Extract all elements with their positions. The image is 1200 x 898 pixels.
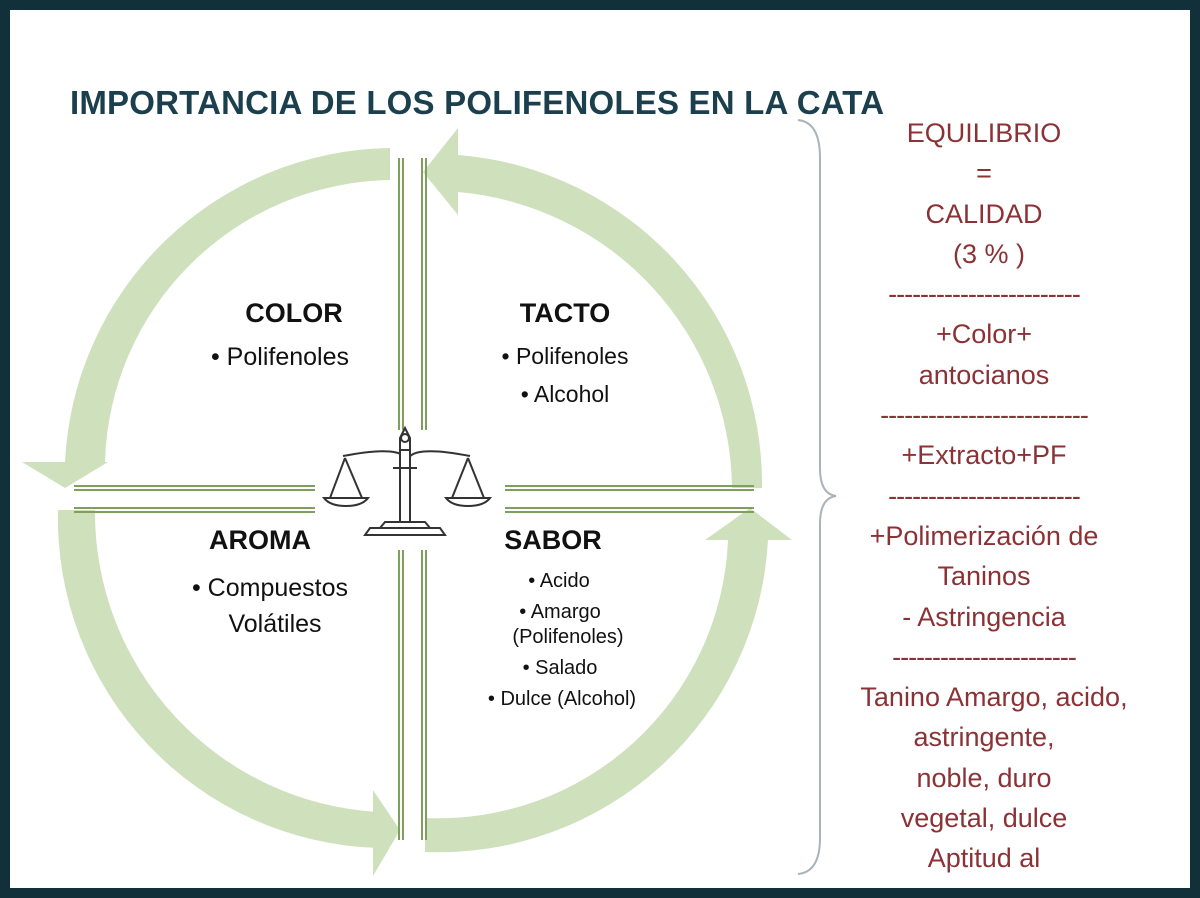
quadrant-sabor: SABOR • Acido • Amargo (Polifenoles) • S… (458, 525, 668, 715)
summary-line: Taninos (937, 561, 1031, 592)
quadrant-aroma: AROMA • Compuestos Volátiles (150, 525, 390, 642)
summary-separator: ------------------------ (888, 480, 1081, 511)
quadrant-color-item: • Polifenoles (210, 343, 349, 371)
quadrant-sabor-item: • Amargo (519, 601, 601, 623)
summary-line: vegetal, dulce (900, 803, 1068, 834)
summary-line: = (976, 158, 992, 189)
summary-panel: EQUILIBRIO = CALIDAD (3 % ) ------------… (834, 113, 1154, 888)
quadrant-aroma-item: • Compuestos (191, 574, 349, 602)
summary-line: EQUILIBRIO (906, 118, 1062, 148)
summary-line: +Extracto+PF (901, 440, 1067, 471)
summary-separator: -------------------------- (880, 400, 1089, 431)
summary-separator: ------------------------ (888, 279, 1081, 310)
quadrant-sabor-item: • Acido (528, 570, 590, 592)
quadrant-aroma-title: AROMA (209, 525, 311, 555)
summary-line: astringente, (913, 722, 1055, 753)
balance-scale-icon (315, 425, 505, 550)
quadrant-color-title: COLOR (245, 298, 343, 328)
quadrant-sabor-item: • Dulce (Alcohol) (487, 688, 637, 710)
cycle-diagram (22, 128, 792, 876)
quadrant-aroma-item: Volátiles (228, 610, 322, 638)
cycle-arrow-tacto (423, 128, 763, 488)
summary-line: +Color+ (935, 319, 1033, 350)
quadrant-sabor-item: • Salado (522, 657, 598, 679)
quadrant-sabor-title: SABOR (504, 525, 602, 555)
slide: IMPORTANCIA DE LOS POLIFENOLES EN LA CAT… (10, 10, 1190, 888)
cycle-arrow-sabor (425, 508, 792, 853)
quadrant-tacto-item: • Polifenoles (501, 343, 629, 369)
cycle-arrow-color (22, 148, 390, 488)
quadrant-tacto-title: TACTO (519, 298, 611, 328)
cycle-arrow-aroma (57, 510, 400, 876)
summary-line: envejecimiento (814, 879, 1154, 888)
summary-line: Tanino Amargo, acido, (860, 682, 1128, 713)
bracket-icon (797, 119, 837, 875)
summary-line: antocianos (918, 359, 1050, 390)
summary-separator: ----------------------- (892, 641, 1077, 672)
summary-line: - Astringencia (902, 601, 1066, 632)
summary-line: Aptitud al (927, 843, 1041, 874)
quadrant-color: COLOR • Polifenoles (160, 298, 400, 375)
quadrant-tacto-item: • Alcohol (520, 381, 610, 407)
summary-line: noble, duro (916, 762, 1052, 793)
summary-line: +Polimerización de (869, 520, 1099, 551)
quadrant-sabor-item: (Polifenoles) (512, 626, 624, 648)
summary-line: CALIDAD (925, 198, 1043, 229)
quadrant-tacto: TACTO • Polifenoles • Alcohol (465, 298, 665, 413)
summary-line: (3 % ) (952, 238, 1025, 269)
quadrant-dividers (74, 158, 754, 840)
slide-title: IMPORTANCIA DE LOS POLIFENOLES EN LA CAT… (70, 84, 885, 121)
